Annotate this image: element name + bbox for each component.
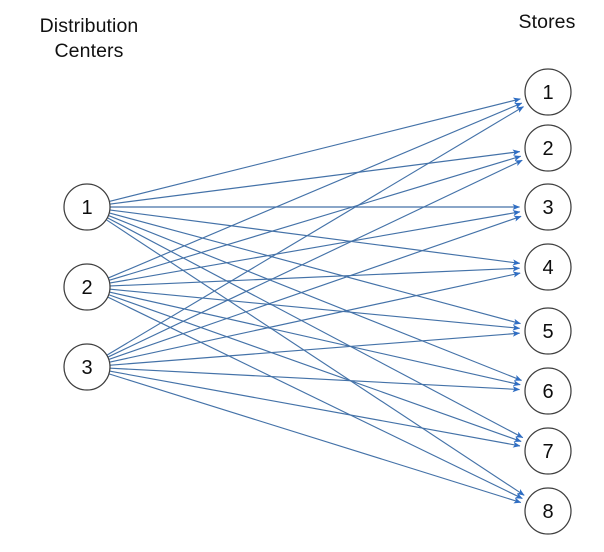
edge-dc1-store6	[108, 215, 522, 381]
edge-dc3-store6	[110, 367, 520, 393]
store-node-label-2: 2	[542, 138, 553, 160]
distribution-center-node-3[interactable]: 3	[63, 343, 111, 391]
nodes-layer: 1 2 3 1 2 3 4 5 6 7 8	[63, 68, 572, 535]
edge-dc2-store6	[109, 291, 521, 387]
store-node-circle-1	[524, 68, 572, 116]
edge-dc2-store5	[110, 288, 521, 331]
store-node-6[interactable]: 6	[524, 367, 572, 415]
store-node-circle-5	[524, 307, 572, 355]
store-node-circle-7	[524, 427, 572, 475]
distribution-center-node-1[interactable]: 1	[63, 183, 111, 231]
edge-dc2-store4	[110, 265, 520, 287]
distribution-center-node-label-2: 2	[81, 277, 92, 299]
edge-dc2-store7	[108, 294, 522, 443]
distribution-center-node-label-3: 3	[81, 357, 92, 379]
edge-dc3-store1	[106, 106, 524, 356]
store-node-label-6: 6	[542, 381, 553, 403]
store-node-5[interactable]: 5	[524, 307, 572, 355]
distribution-center-node-label-1: 1	[81, 197, 92, 219]
store-node-label-3: 3	[542, 197, 553, 219]
distribution-center-node-circle-1	[63, 183, 111, 231]
store-node-8[interactable]: 8	[524, 487, 572, 535]
edge-dc3-store7	[110, 370, 521, 448]
edge-dc3-store3	[109, 215, 522, 360]
store-node-1[interactable]: 1	[524, 68, 572, 116]
edge-dc1-store7	[107, 217, 524, 439]
edge-dc3-store2	[107, 159, 523, 358]
store-node-circle-4	[524, 243, 572, 291]
store-node-label-5: 5	[542, 321, 553, 343]
store-node-circle-3	[524, 183, 572, 231]
store-node-label-8: 8	[542, 501, 553, 523]
stores-title: Stores	[518, 11, 576, 33]
distribution-centers-title: Distribution Centers	[39, 15, 139, 62]
store-node-circle-8	[524, 487, 572, 535]
edge-dc1-store1	[109, 97, 521, 202]
distribution-center-node-circle-3	[63, 343, 111, 391]
store-node-7[interactable]: 7	[524, 427, 572, 475]
edge-dc3-store8	[109, 373, 522, 504]
store-node-2[interactable]: 2	[524, 124, 572, 172]
store-node-4[interactable]: 4	[524, 243, 572, 291]
edge-dc3-store4	[109, 271, 521, 363]
store-node-circle-6	[524, 367, 572, 415]
distribution-center-node-2[interactable]: 2	[63, 263, 111, 311]
edge-dc2-store2	[109, 155, 522, 281]
edge-dc1-store4	[110, 209, 521, 266]
store-node-label-1: 1	[542, 82, 553, 104]
edges-layer	[106, 97, 525, 504]
store-node-3[interactable]: 3	[524, 183, 572, 231]
edge-dc1-store2	[110, 149, 521, 205]
edge-dc2-store8	[107, 296, 523, 500]
store-node-label-7: 7	[542, 441, 553, 463]
edge-dc2-store3	[110, 210, 521, 284]
store-node-circle-2	[524, 124, 572, 172]
edge-dc3-store5	[110, 330, 521, 366]
edge-dc2-store1	[108, 102, 523, 279]
edge-dc1-store5	[109, 212, 521, 325]
distribution-center-node-circle-2	[63, 263, 111, 311]
store-node-label-4: 4	[542, 257, 553, 279]
edge-dc1-store8	[106, 219, 525, 496]
